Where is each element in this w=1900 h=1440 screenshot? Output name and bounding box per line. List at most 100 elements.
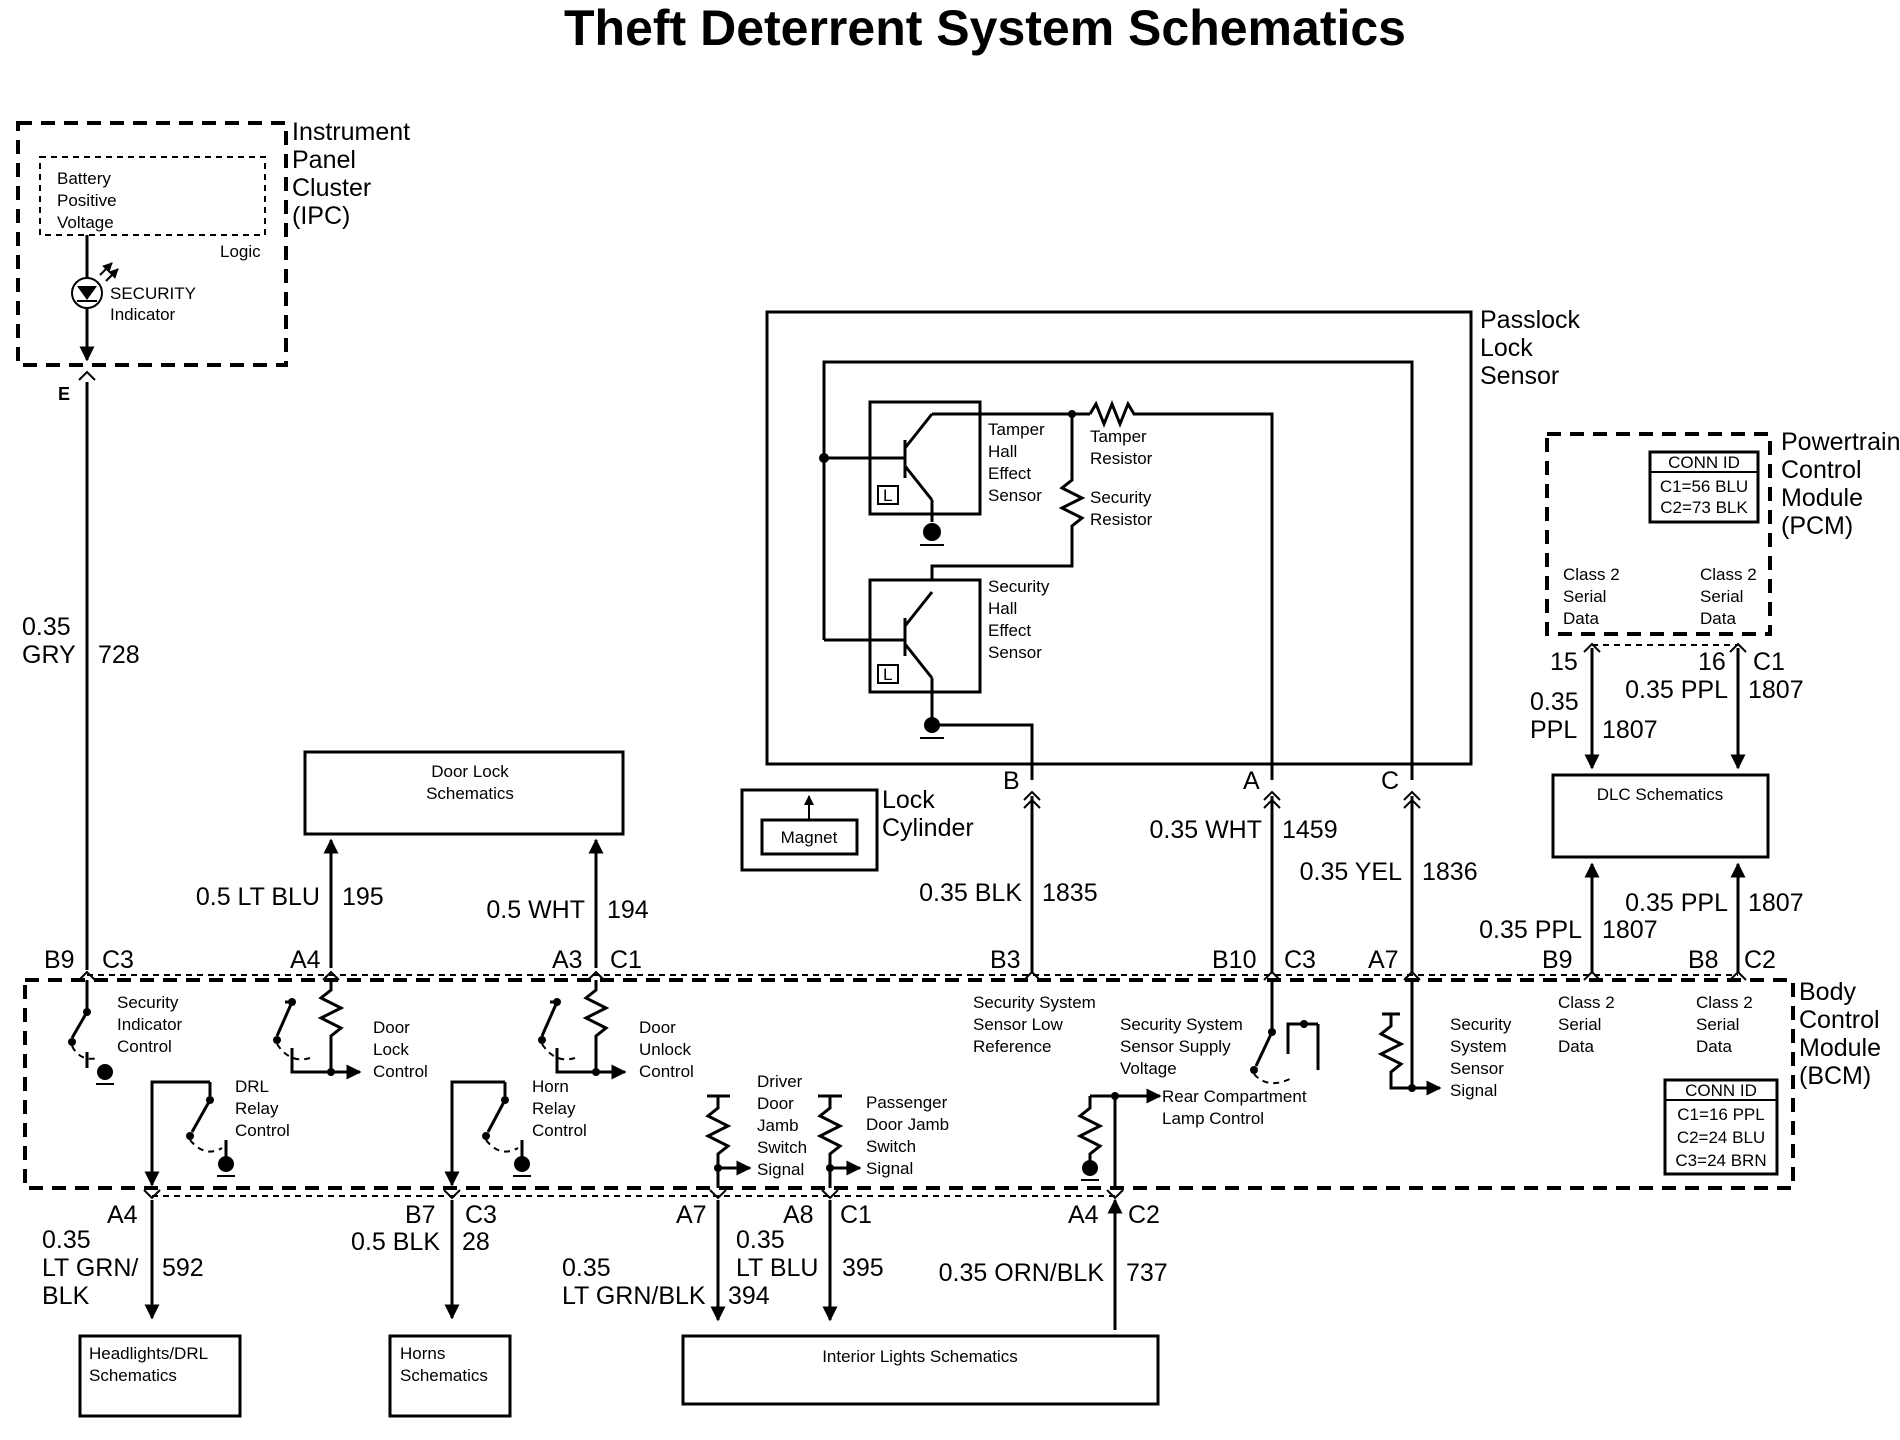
bcm-pin-bottom-c2: C2 — [1128, 1201, 1160, 1229]
bcm-pin-c3b: C3 — [1284, 946, 1316, 974]
headlights-drl-schematics-box[interactable] — [78, 1334, 242, 1418]
pcm-conn-id-c2: C2=73 BLK — [1660, 498, 1748, 517]
bcm-conn-id-box — [1663, 1078, 1779, 1176]
pcm-conn-id-box — [1648, 450, 1760, 524]
wire-195-label: 0.5 LT BLU — [196, 883, 320, 911]
bcm-conn-id-c2: C2=24 BLU — [1677, 1128, 1765, 1147]
wire-pcm-left-color: PPL — [1530, 716, 1577, 744]
wire-driver-color: LT GRN/BLK — [562, 1282, 706, 1310]
wire-rear-circuit: 737 — [1126, 1259, 1168, 1287]
wire-pcm-right-circuit: 1807 — [1748, 676, 1804, 704]
wire-drl-color-2: BLK — [42, 1282, 90, 1310]
passlock-pin-a: A — [1243, 767, 1260, 795]
wire-bcm-left-circuit: 1807 — [1602, 916, 1658, 944]
wire-1835-label: 0.35 BLK — [919, 879, 1022, 907]
wire-bcm-left-label: 0.35 PPL — [1479, 916, 1582, 944]
bcm-pin-b8: B8 — [1688, 946, 1719, 974]
wire-driver-size: 0.35 — [562, 1254, 611, 1282]
bcm-pin-bottom-a4b: A4 — [1068, 1201, 1099, 1229]
magnet-label: Magnet — [781, 828, 838, 847]
wire-bcm-right-label: 0.35 PPL — [1625, 889, 1728, 917]
wire-gry-size: 0.35 — [22, 613, 71, 641]
bcm-pin-b3: B3 — [990, 946, 1021, 974]
security-l-marker: L — [883, 665, 892, 684]
bcm-pin-bottom-a8: A8 — [783, 1201, 814, 1229]
wire-driver-circuit: 394 — [728, 1282, 770, 1310]
bcm-pin-b9: B9 — [44, 946, 75, 974]
tamper-resistor — [1088, 399, 1274, 780]
wire-bcm-right-circuit: 1807 — [1748, 889, 1804, 917]
horns-schematics-box[interactable] — [388, 1334, 512, 1418]
wire-gry-color: GRY — [22, 641, 76, 669]
door-lock-schematics-box[interactable] — [303, 750, 625, 836]
wire-drl-circuit: 592 — [162, 1254, 204, 1282]
bcm-pin-bottom-a7: A7 — [676, 1201, 707, 1229]
tamper-l-marker: L — [883, 486, 892, 505]
wire-pcm-left-size: 0.35 — [1530, 688, 1579, 716]
ipc-connector-e: E — [58, 384, 70, 404]
bcm-conn-id-c1: C1=16 PPL — [1677, 1105, 1764, 1124]
dlc-schematics-box[interactable] — [1551, 773, 1770, 859]
passlock-pin-c: C — [1381, 767, 1399, 795]
wire-passenger-color: LT BLU — [736, 1254, 818, 1282]
bcm-pin-c3: C3 — [102, 946, 134, 974]
bcm-pin-c1: C1 — [610, 946, 642, 974]
wire-1459-circuit: 1459 — [1282, 816, 1338, 844]
wire-pcm-left-circuit: 1807 — [1602, 716, 1658, 744]
security-resistor — [930, 414, 1086, 580]
bcm-pin-b10: B10 — [1212, 946, 1256, 974]
wire-194-circuit: 194 — [607, 896, 649, 924]
pcm-conn-id-title: CONN ID — [1668, 453, 1740, 472]
interior-lights-schematics-box[interactable] — [681, 1334, 1160, 1406]
pcm-pin-15: 15 — [1550, 648, 1578, 676]
bcm-conn-id-c3: C3=24 BRN — [1675, 1151, 1766, 1170]
pcm-pin-c1: C1 — [1753, 648, 1785, 676]
passlock-pin-b: B — [1003, 767, 1020, 795]
dlc-schematics-label: DLC Schematics — [1597, 785, 1724, 804]
wire-rear-label: 0.35 ORN/BLK — [939, 1259, 1105, 1287]
page-title: Theft Deterrent System Schematics — [564, 0, 1406, 56]
bcm-pin-b9b: B9 — [1542, 946, 1573, 974]
bcm-conn-id-title: CONN ID — [1685, 1081, 1757, 1100]
wire-drl-size: 0.35 — [42, 1226, 91, 1254]
wire-1836-circuit: 1836 — [1422, 858, 1478, 886]
wire-1459-label: 0.35 WHT — [1149, 816, 1262, 844]
wire-1835-circuit: 1835 — [1042, 879, 1098, 907]
wire-gry-circuit: 728 — [98, 641, 140, 669]
wire-passenger-circuit: 395 — [842, 1254, 884, 1282]
bcm-pin-bottom-a4: A4 — [107, 1201, 138, 1229]
bcm-pin-bottom-b7: B7 — [405, 1201, 436, 1229]
wire-194-label: 0.5 WHT — [486, 896, 585, 924]
wire-pcm-right-label: 0.35 PPL — [1625, 676, 1728, 704]
bcm-pin-c2: C2 — [1744, 946, 1776, 974]
bcm-pin-a3: A3 — [552, 946, 583, 974]
wire-1836-label: 0.35 YEL — [1300, 858, 1403, 886]
